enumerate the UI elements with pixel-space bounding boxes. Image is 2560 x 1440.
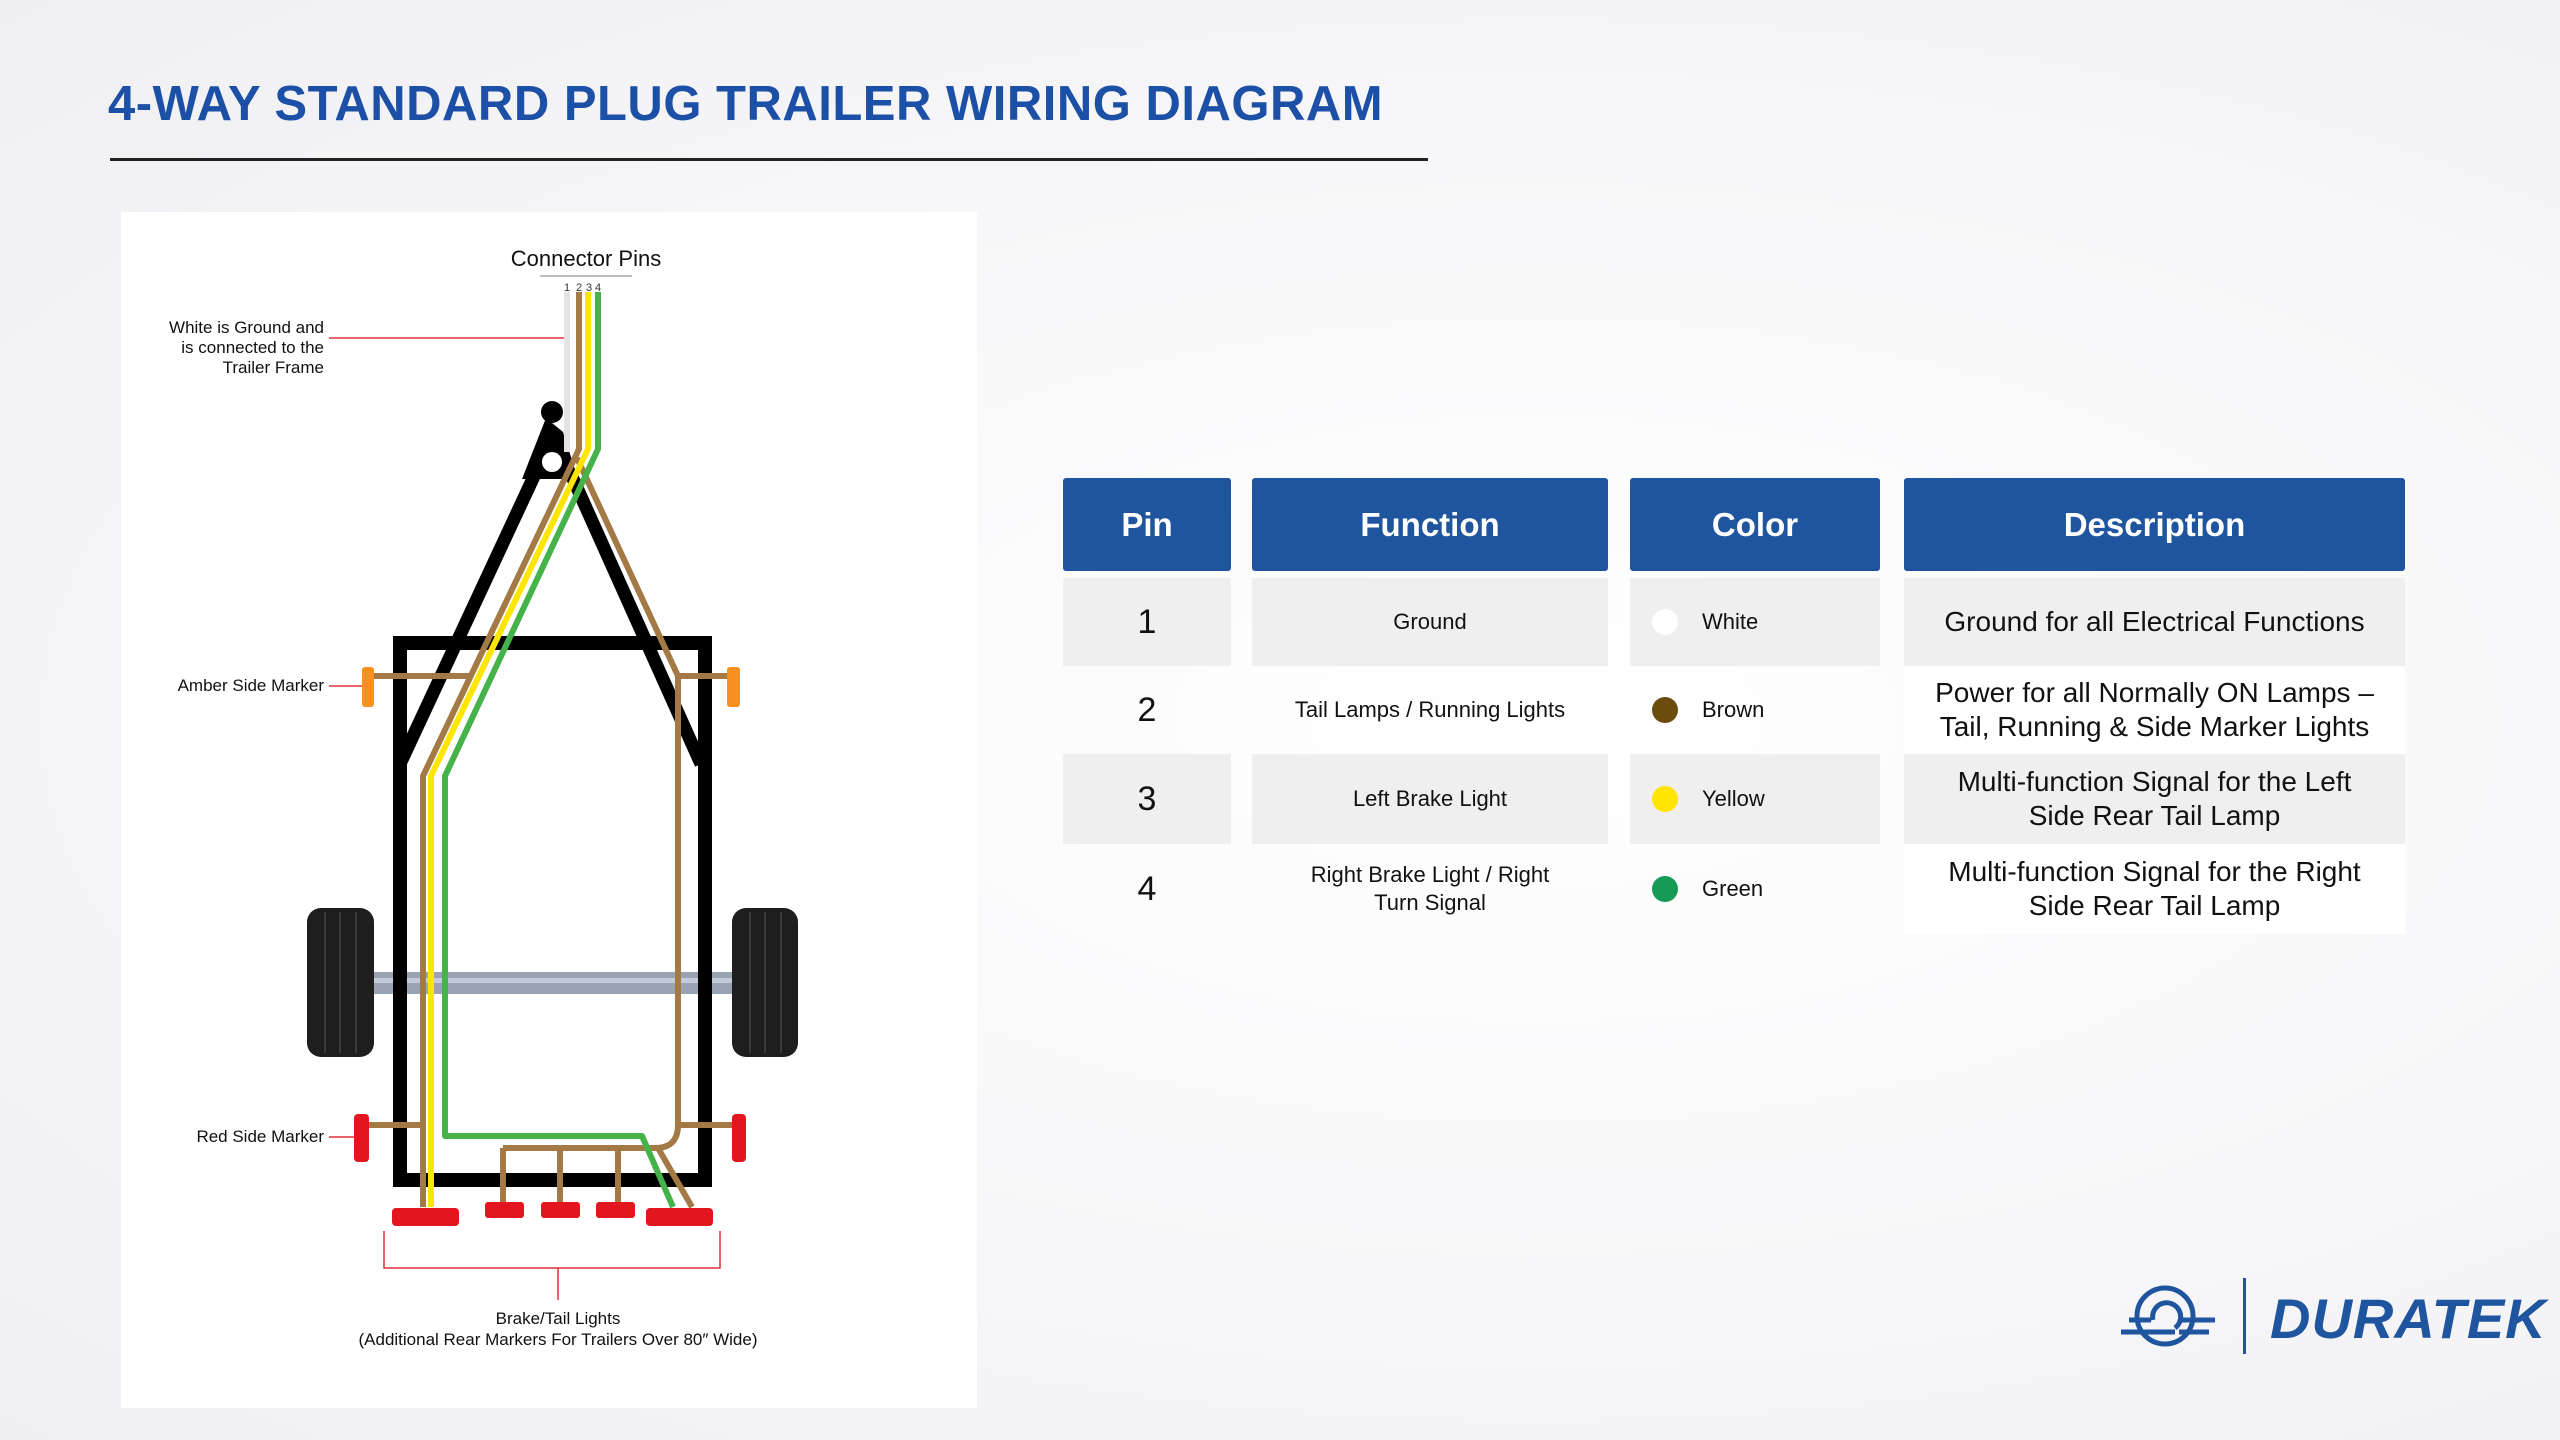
row3-pin: 3 bbox=[1063, 754, 1231, 844]
row2-color-label: Brown bbox=[1702, 697, 1765, 722]
brake-tail-label: Brake/Tail Lights bbox=[495, 1309, 621, 1328]
row2-color: Brown bbox=[1630, 666, 1880, 754]
wire-green bbox=[442, 292, 676, 1209]
header-pin: Pin bbox=[1063, 478, 1231, 571]
brown-swatch-icon bbox=[1652, 697, 1678, 723]
pin-number-2: 2 bbox=[576, 282, 582, 294]
duratek-emblem-icon bbox=[2121, 1285, 2215, 1347]
ground-note: White is Ground and is connected to the … bbox=[120, 318, 324, 378]
tail-light-left bbox=[392, 1208, 459, 1226]
row4-color-label: Green bbox=[1702, 876, 1764, 901]
hitch-hole bbox=[542, 452, 562, 472]
brake-bracket bbox=[383, 1231, 721, 1300]
wire-yellow bbox=[428, 292, 591, 1207]
row4-color: Green bbox=[1630, 844, 1880, 934]
row1-color-label: White bbox=[1702, 609, 1759, 634]
rear-marker-2 bbox=[541, 1202, 580, 1218]
row1-pin: 1 bbox=[1063, 578, 1231, 666]
row3-function: Left Brake Light bbox=[1252, 754, 1608, 844]
green-swatch-icon bbox=[1652, 876, 1678, 902]
tongue-left bbox=[394, 469, 542, 767]
row2-description: Power for all Normally ON Lamps – Tail, … bbox=[1904, 666, 2405, 754]
wire-brown-left bbox=[369, 292, 582, 1207]
tongue-right bbox=[564, 469, 707, 767]
row1-color: White bbox=[1630, 578, 1880, 666]
hitch-coupler bbox=[522, 418, 578, 479]
row3-color: Yellow bbox=[1630, 754, 1880, 844]
header-description: Description bbox=[1904, 478, 2405, 571]
hitch-ball bbox=[541, 401, 563, 423]
page-title: 4-WAY STANDARD PLUG TRAILER WIRING DIAGR… bbox=[108, 77, 1384, 131]
ground-note-line: is connected to the bbox=[181, 338, 324, 357]
tail-light-right bbox=[646, 1208, 713, 1226]
header-color: Color bbox=[1630, 478, 1880, 571]
red-side-marker-left bbox=[354, 1114, 369, 1162]
row4-function: Right Brake Light / Right Turn Signal bbox=[1310, 862, 1550, 915]
amber-side-marker-left bbox=[362, 667, 374, 707]
row4-description: Multi-function Signal for the Right Side… bbox=[1904, 844, 2405, 934]
duratek-logo: DURATEK bbox=[2115, 1278, 2546, 1358]
pin-number-1: 1 bbox=[564, 282, 570, 294]
red-side-marker-label: Red Side Marker bbox=[196, 1127, 324, 1146]
trailer-frame bbox=[393, 636, 712, 1187]
brake-tail-note: (Additional Rear Markers For Trailers Ov… bbox=[358, 1330, 758, 1349]
logo-divider bbox=[2243, 1278, 2246, 1354]
amber-side-marker-label: Amber Side Marker bbox=[177, 676, 324, 695]
rear-marker-3 bbox=[596, 1202, 635, 1218]
axle-highlight bbox=[370, 978, 736, 983]
ground-note-line: Trailer Frame bbox=[222, 358, 324, 377]
rear-marker-1 bbox=[485, 1202, 524, 1218]
row4-pin: 4 bbox=[1137, 869, 1157, 908]
red-side-marker-right bbox=[732, 1114, 746, 1162]
ground-note-line: White is Ground and bbox=[169, 318, 324, 337]
white-swatch-icon bbox=[1652, 609, 1678, 635]
row3-color-label: Yellow bbox=[1702, 786, 1765, 811]
row2-function: Tail Lamps / Running Lights bbox=[1294, 697, 1566, 722]
row2-pin: 2 bbox=[1137, 690, 1157, 729]
row3-description: Multi-function Signal for the Left Side … bbox=[1904, 754, 2405, 844]
brand-name: DURATEK bbox=[2270, 1287, 2547, 1350]
pin-number-4: 4 bbox=[595, 282, 601, 294]
wire-brown-right bbox=[500, 456, 732, 1209]
amber-side-marker-right bbox=[727, 667, 740, 707]
connector-pins-label: Connector Pins bbox=[511, 246, 661, 271]
header-function: Function bbox=[1252, 478, 1608, 571]
yellow-swatch-icon bbox=[1652, 786, 1678, 812]
title-underline bbox=[110, 158, 1428, 161]
row1-function: Ground bbox=[1252, 578, 1608, 666]
pin-number-3: 3 bbox=[586, 282, 592, 294]
row1-description: Ground for all Electrical Functions bbox=[1904, 578, 2405, 666]
